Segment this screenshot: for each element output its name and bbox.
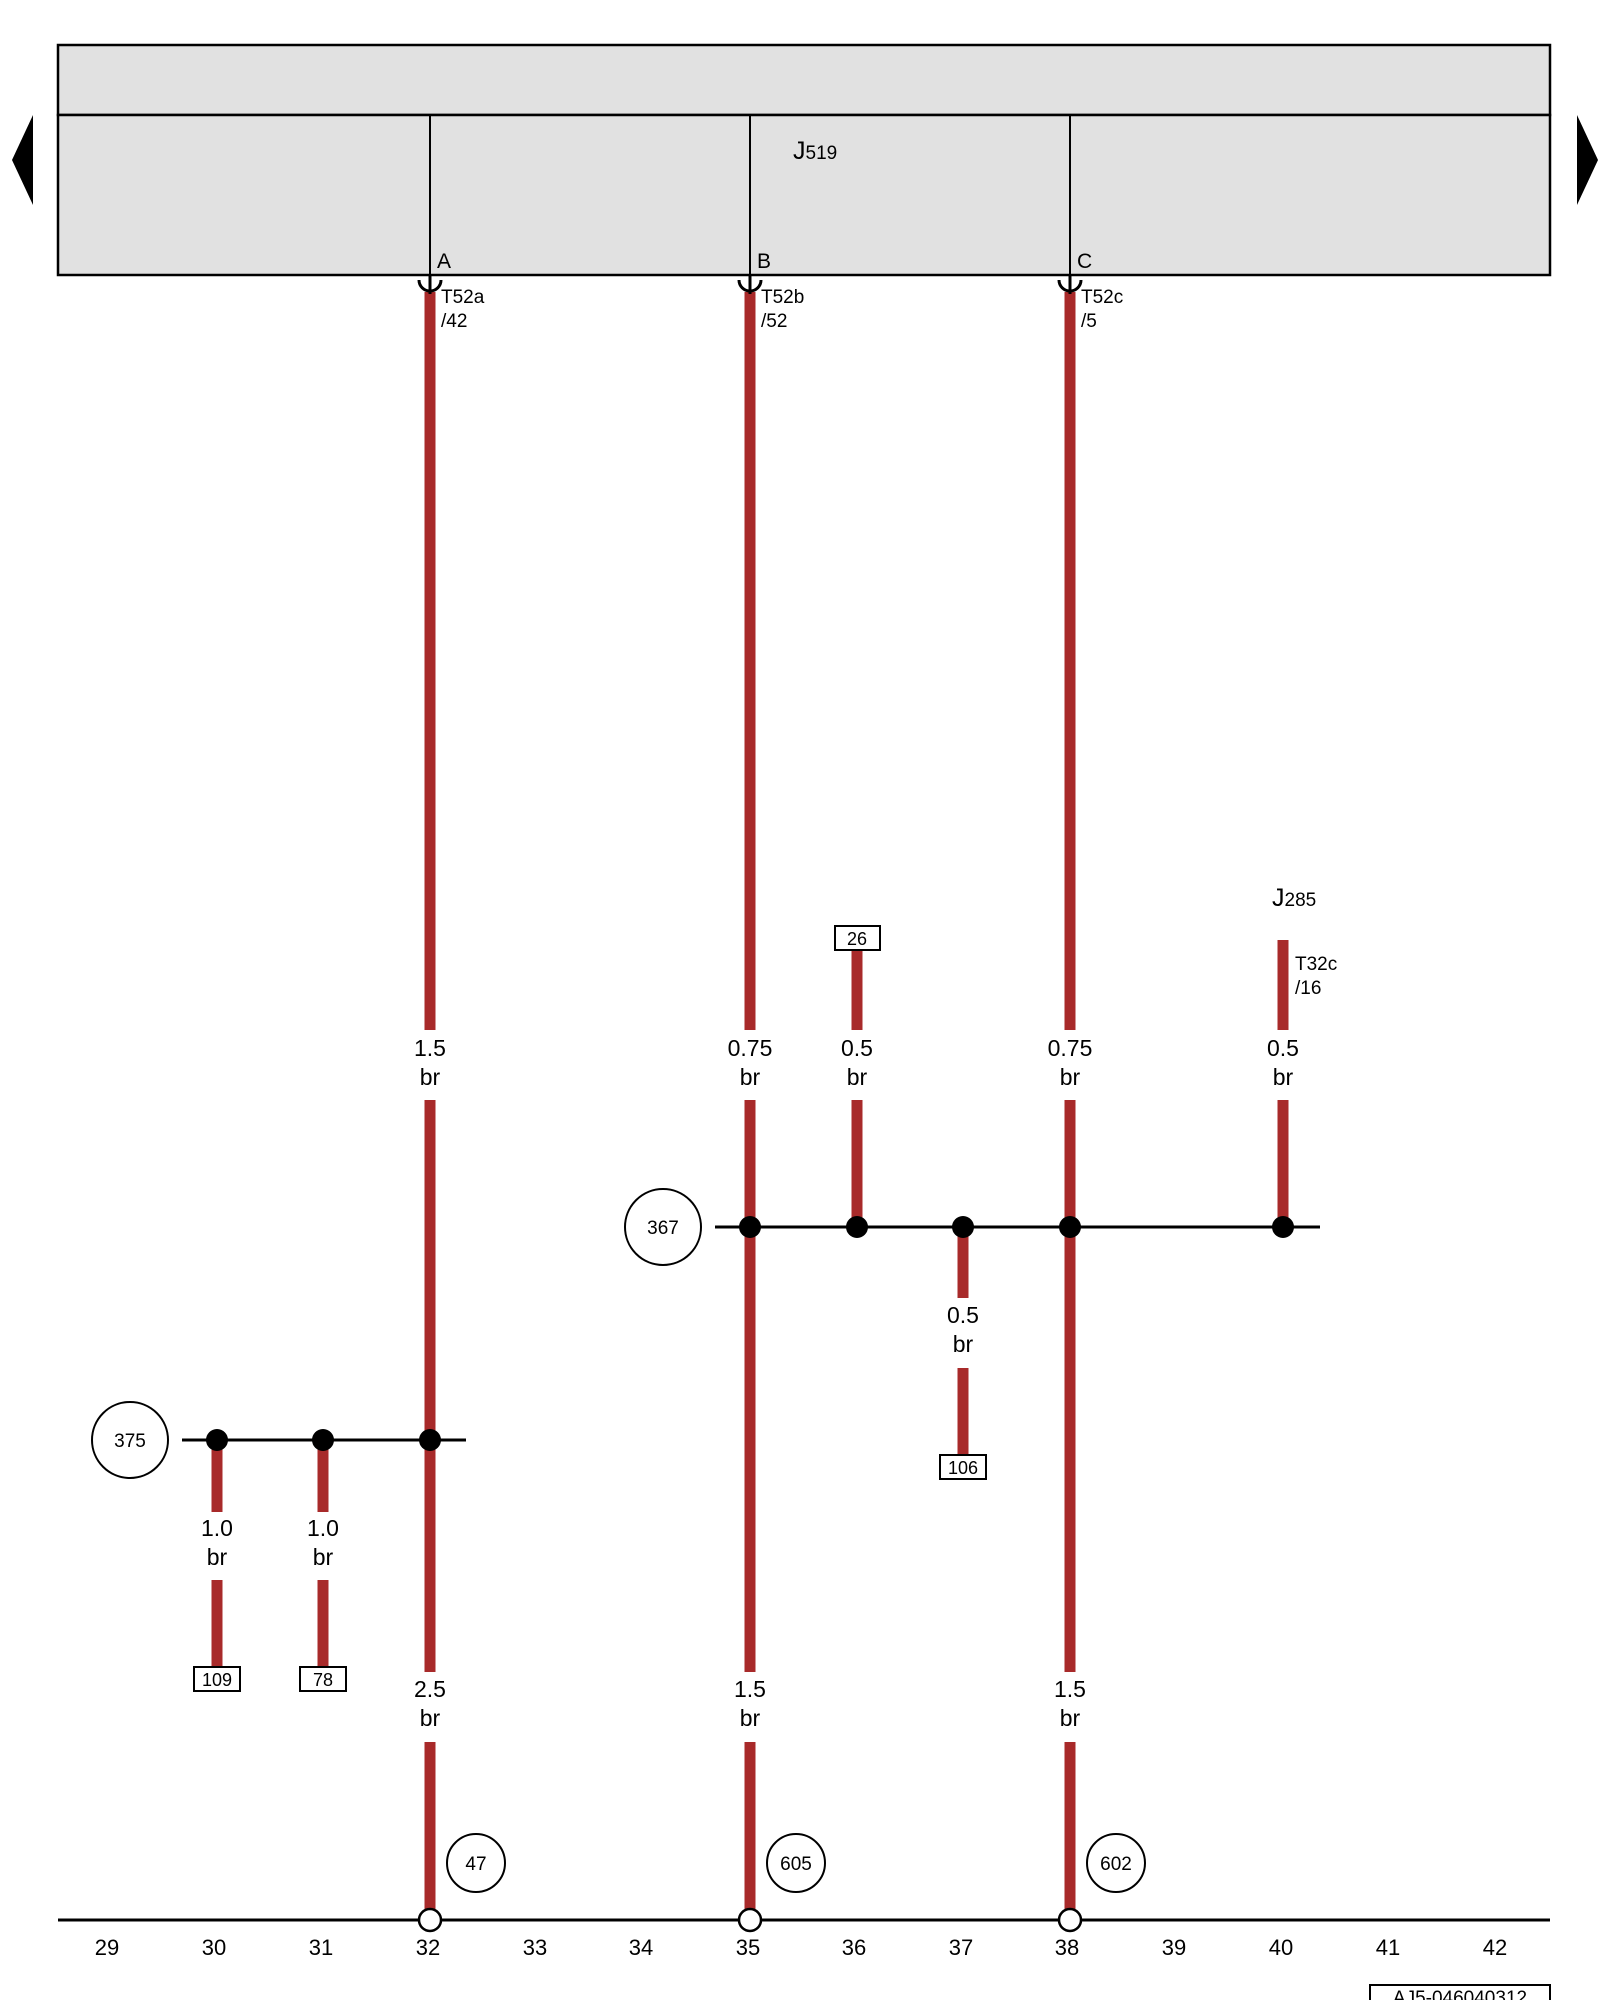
wire-color-label: br [847,1064,868,1090]
reference-label-78: 78 [313,1670,333,1690]
scale-number: 32 [416,1935,440,1960]
wire-size-label: 1.5 [1054,1676,1086,1702]
control-unit-j519: J519 A B C [56,43,1552,277]
junction-dot [206,1429,228,1451]
splice-label-375: 375 [114,1431,146,1452]
scale-number: 35 [736,1935,760,1960]
wire-color-label: br [740,1705,761,1731]
connector-label-t32c: T32c [1295,954,1337,975]
scale-number: 31 [309,1935,333,1960]
ground-terminal [737,1907,763,1933]
scale-number: 38 [1055,1935,1079,1960]
ecu-body [56,113,1552,277]
wire-color-label: br [953,1331,974,1357]
pin-label-b: B [757,250,771,273]
wire-size-label: 2.5 [414,1676,446,1702]
junction-dot [739,1216,761,1238]
scale-number: 41 [1376,1935,1400,1960]
connector-pin-t52b: /52 [761,311,787,332]
ground-marker-602[interactable] [1086,1833,1146,1893]
ground-label-602: 602 [1100,1854,1132,1875]
diagram-id: AJ5-046040312 [1393,1988,1527,2000]
splice-label-367: 367 [647,1218,679,1239]
connector-label-t52b: T52b [761,287,804,308]
connector-symbols [417,276,1083,294]
wire-size-label: 1.0 [201,1515,233,1541]
ecu-header-band [56,43,1552,117]
reference-label-26: 26 [847,929,867,949]
connector-pin-t52a: /42 [441,311,467,332]
connector-label-t52a: T52a [441,287,485,308]
reference-label-106: 106 [948,1458,978,1478]
junction-dot [312,1429,334,1451]
junction-dot [846,1216,868,1238]
splice-marker-375[interactable] [91,1401,169,1479]
wire-size-label: 1.5 [414,1035,446,1061]
wire-color-label: br [207,1544,228,1570]
reference-boxes: 26 106 109 78 [193,925,987,1692]
scale-number: 33 [523,1935,547,1960]
reference-box-109[interactable] [193,1666,241,1692]
wire-color-label: br [1060,1705,1081,1731]
wire-size-label: 0.5 [947,1302,979,1328]
wire-size-label: 0.5 [841,1035,873,1061]
reference-box-26[interactable] [834,925,881,951]
scale-number: 39 [1162,1935,1186,1960]
ecu-label: J519 [793,137,837,165]
triangle-left-icon[interactable] [12,115,33,205]
diagram-id-box: AJ5-046040312 [1369,1984,1551,2000]
pin-label-a: A [437,250,451,273]
reference-box-106[interactable] [939,1454,987,1480]
connector-label-t52c: T52c [1081,287,1123,308]
wire-group [211,292,1289,1918]
component-j285: J285 T32c /16 [1272,884,1337,999]
junction-dot [419,1429,441,1451]
scale-number: 34 [629,1935,653,1960]
connector-pin-t32c: /16 [1295,978,1321,999]
ground-marker-47[interactable] [446,1833,506,1893]
pin-label-c: C [1077,250,1092,273]
wire-color-label: br [420,1064,441,1090]
scale-number: 37 [949,1935,973,1960]
connector-labels: T52a /42 T52b /52 T52c /5 [441,287,1123,332]
wire-size-label: 1.0 [307,1515,339,1541]
scale-number: 30 [202,1935,226,1960]
component-j285-label: J285 [1272,884,1316,912]
ground-terminal [417,1907,443,1933]
wire-color-label: br [1060,1064,1081,1090]
wire-size-label: 1.5 [734,1676,766,1702]
ground-label-47: 47 [465,1854,486,1875]
ground-rail [58,1907,1550,1933]
wire-size-label: 0.5 [1267,1035,1299,1061]
reference-box-78[interactable] [299,1666,347,1692]
splice-375: 375 [91,1401,466,1479]
ground-terminal [1057,1907,1083,1933]
ground-markers: 47 605 602 [446,1833,1146,1893]
wire-labels: 1.5 br 0.75 br 0.5 br 0.75 br 0.5 br 0.5… [201,1035,1299,1731]
wire-color-label: br [740,1064,761,1090]
reference-label-109: 109 [202,1670,232,1690]
splice-367: 367 [624,1188,1320,1266]
diagram-id-frame [1369,1984,1551,2000]
connector-pin-t52c: /5 [1081,311,1097,332]
wire-color-label: br [313,1544,334,1570]
ground-label-605: 605 [780,1854,812,1875]
column-scale: 29 30 31 32 33 34 35 36 37 38 39 40 41 4… [95,1935,1507,1960]
ground-marker-605[interactable] [766,1833,826,1893]
triangle-right-icon[interactable] [1577,115,1598,205]
scale-number: 40 [1269,1935,1293,1960]
wire-color-label: br [1273,1064,1294,1090]
wire-size-label: 0.75 [728,1035,773,1061]
scale-number: 29 [95,1935,119,1960]
splice-marker-367[interactable] [624,1188,702,1266]
junction-dot [952,1216,974,1238]
wire-size-label: 0.75 [1048,1035,1093,1061]
scale-number: 36 [842,1935,866,1960]
junction-dot [1272,1216,1294,1238]
wire-color-label: br [420,1705,441,1731]
scale-number: 42 [1483,1935,1507,1960]
junction-dot [1059,1216,1081,1238]
